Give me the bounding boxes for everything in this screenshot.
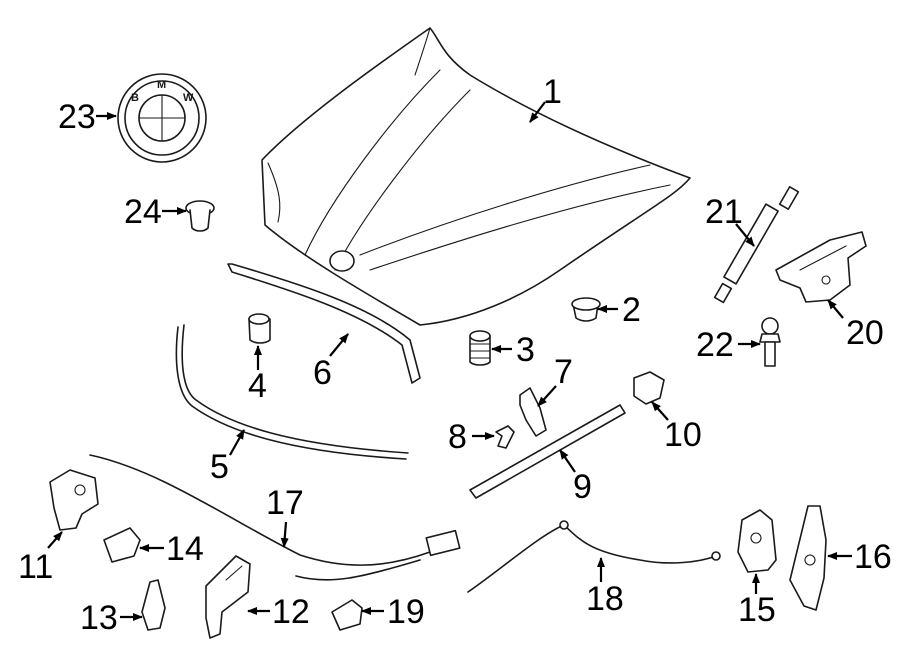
seal-part-5 <box>175 324 409 460</box>
callout-6: 6 <box>313 354 332 392</box>
bracket-part-12 <box>205 555 251 639</box>
callout-4: 4 <box>248 367 267 405</box>
bracket-part-16 <box>789 505 827 611</box>
bracket-part-7 <box>519 387 547 437</box>
callout-19: 19 <box>387 593 425 631</box>
callout-22: 22 <box>696 326 734 364</box>
emblem-letter-b: B <box>131 92 139 104</box>
ball-stud-part-22 <box>759 317 781 367</box>
cable-part-18 <box>467 520 721 593</box>
callout-7: 7 <box>554 353 573 391</box>
emblem-part-23: B M W <box>117 73 207 163</box>
callout-24: 24 <box>124 193 162 231</box>
callout-5: 5 <box>210 448 229 486</box>
callout-8: 8 <box>448 418 467 456</box>
clip-part-8 <box>495 425 515 449</box>
latch-part-15 <box>737 509 777 573</box>
callout-labels: 1 2 3 4 5 6 7 8 9 10 11 12 13 14 15 16 1… <box>18 73 892 637</box>
seal-part-6 <box>227 263 421 384</box>
callout-20: 20 <box>846 314 884 352</box>
callout-17: 17 <box>266 484 304 522</box>
cable-part-17 <box>89 454 461 581</box>
callout-9: 9 <box>573 468 592 506</box>
hood-part-1 <box>261 27 691 326</box>
callout-10: 10 <box>664 416 702 454</box>
callout-11: 11 <box>18 548 53 586</box>
lock-part-11 <box>49 469 99 531</box>
hinge-part-20 <box>775 231 867 303</box>
guide-part-14 <box>103 527 141 563</box>
callout-13: 13 <box>80 599 118 637</box>
callout-14: 14 <box>166 530 204 568</box>
callout-15: 15 <box>738 591 776 629</box>
grommet-part-24 <box>185 200 215 232</box>
callout-16: 16 <box>854 538 892 576</box>
callout-12: 12 <box>272 593 310 631</box>
emblem-letter-m: M <box>157 79 166 91</box>
callout-18: 18 <box>586 580 624 618</box>
clip-part-19 <box>331 599 363 631</box>
bumper-part-2 <box>571 297 601 322</box>
buffer-part-3 <box>469 330 491 366</box>
callout-3: 3 <box>516 331 535 369</box>
seal-part-9 <box>469 404 626 499</box>
handle-part-13 <box>141 579 166 631</box>
callout-1: 1 <box>543 73 562 111</box>
callout-23: 23 <box>58 98 96 136</box>
buffer-part-4 <box>248 313 271 344</box>
clip-part-10 <box>633 371 665 405</box>
callout-21: 21 <box>705 193 743 231</box>
leader-lines <box>47 101 852 621</box>
emblem-letter-w: W <box>183 92 194 104</box>
callout-2: 2 <box>622 291 641 329</box>
